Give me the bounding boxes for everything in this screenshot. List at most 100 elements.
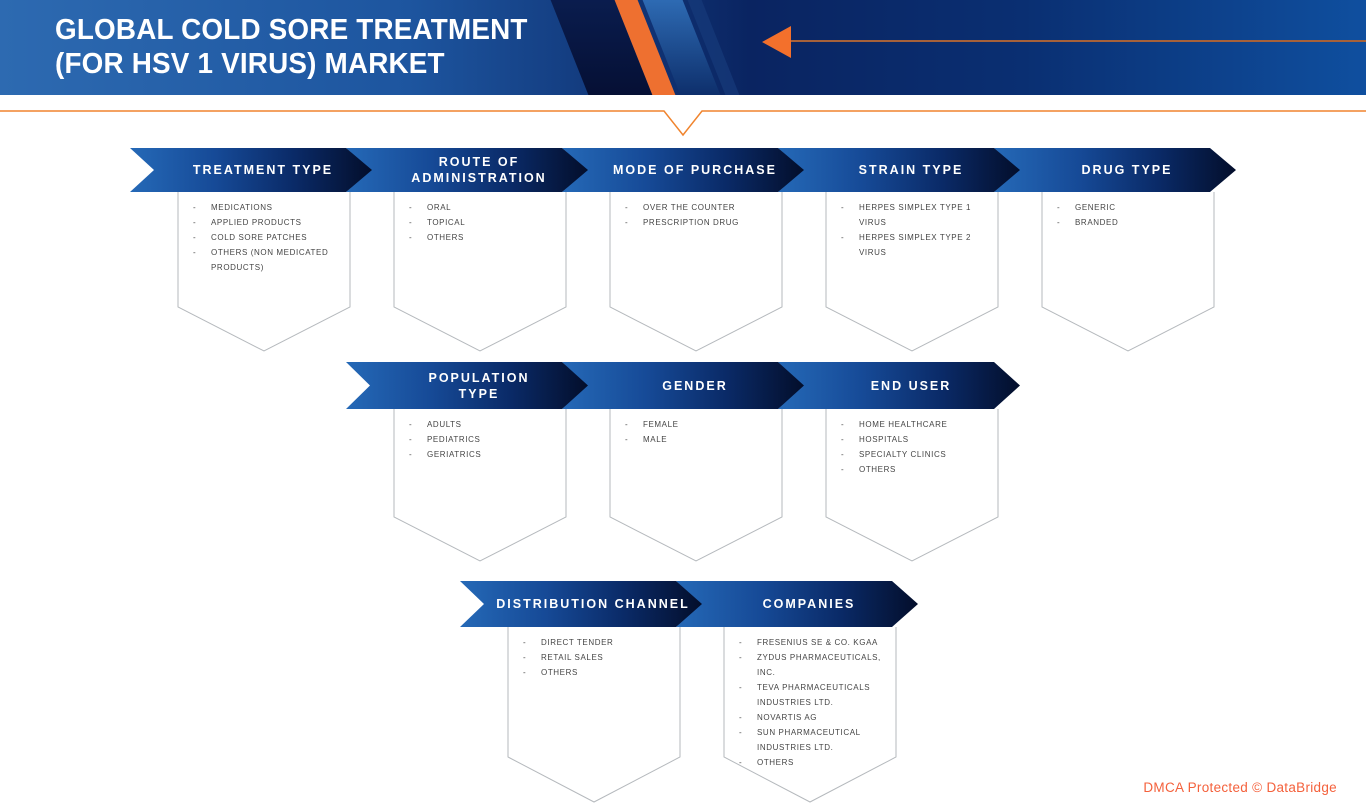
list-item: - BRANDED [1041, 215, 1203, 230]
segment-box-population-type: -ADULTS-PEDIATRICS-GERIATRICS [393, 409, 567, 563]
list-item-text: ZYDUS PHARMACEUTICALS, INC. [757, 653, 881, 677]
list-item-text: PEDIATRICS [427, 435, 481, 444]
list-item-text: TOPICAL [427, 218, 466, 227]
segment-banner-treatment-type: TREATMENT TYPE [130, 148, 372, 192]
bullet-dash-icon: - [409, 218, 413, 227]
segment-banner-gender: GENDER [562, 362, 804, 409]
segment-box-route-of-administration: -ORAL-TOPICAL-OTHERS [393, 192, 567, 353]
list-item-text: MALE [643, 435, 668, 444]
list-item-text: BRANDED [1075, 218, 1119, 227]
segment-item-list: -HERPES SIMPLEX TYPE 1 VIRUS-HERPES SIMP… [825, 192, 999, 260]
segment-banner-population-type: POPULATION TYPE [346, 362, 588, 409]
bullet-dash-icon: - [739, 638, 743, 647]
segment-box-treatment-type: - MEDICATIONS - APPLIED PRODUCTS - COLD SORE … [177, 192, 351, 353]
list-item-text: HERPES SIMPLEX TYPE 1 VIRUS [859, 203, 972, 227]
list-item: -OTHERS [825, 462, 987, 477]
segment-item-list: -ORAL-TOPICAL-OTHERS [393, 192, 567, 245]
segment-banner-drug-type: DRUG TYPE [994, 148, 1236, 192]
bullet-dash-icon: - [409, 435, 413, 444]
list-item: - MEDICATIONS [177, 200, 339, 215]
list-item: - OTHERS [393, 230, 555, 245]
list-item: - HOME HEALTHCARE [825, 417, 987, 432]
bullet-dash-icon: - [625, 218, 629, 227]
list-item: - APPLIED PRODUCTS [177, 215, 339, 230]
list-item: -OTHERS [507, 665, 669, 680]
segment-banner-mode-of-purchase: MODE OF PURCHASE [562, 148, 804, 192]
segment-box-distribution-channel: - DIRECT TENDER- RETAIL SALES -OTHERS [507, 627, 681, 804]
segment-box-outline [393, 192, 567, 352]
bullet-dash-icon: - [841, 450, 845, 459]
segment-banner-end-user: END USER [778, 362, 1020, 409]
bullet-dash-icon: - [409, 420, 413, 429]
segment-banner-route-of-administration: ROUTE OF ADMINISTRATION [346, 148, 588, 192]
bullet-dash-icon: - [523, 638, 527, 647]
list-item-text: OTHERS (NON MEDICATED PRODUCTS) [211, 248, 329, 272]
list-item-text: APPLIED PRODUCTS [211, 218, 302, 227]
dmca-notice: DMCA Protected © DataBridge [1143, 780, 1337, 795]
segment-label: END USER [870, 378, 952, 393]
list-item: -HERPES SIMPLEX TYPE 1 VIRUS [825, 200, 987, 230]
segment-item-list: - GENERIC - BRANDED [1041, 192, 1215, 230]
page-title: GLOBAL COLD SORE TREATMENT (FOR HSV 1 VI… [55, 13, 528, 81]
list-item: -SPECIALTY CLINICS [825, 447, 987, 462]
segment-box-companies: -FRESENIUS SE & CO. KGAA-ZYDUS PHARMACEU… [723, 627, 897, 804]
page-title-line1: GLOBAL COLD SORE TREATMENT [55, 14, 528, 46]
list-item: -FEMALE [609, 417, 771, 432]
list-item: -HERPES SIMPLEX TYPE 2 VIRUS [825, 230, 987, 260]
bullet-dash-icon: - [739, 683, 743, 692]
list-item-text: NOVARTIS AG [757, 713, 818, 722]
segment-label: DISTRIBUTION CHANNEL [496, 597, 690, 611]
segment-box-end-user: - HOME HEALTHCARE - HOSPITALS -SPECIALTY CLI… [825, 409, 999, 563]
list-item-text: ADULTS [427, 420, 462, 429]
list-item-text: DIRECT TENDER [541, 638, 614, 647]
bullet-dash-icon: - [193, 203, 197, 212]
segment-item-list: -FEMALE- MALE [609, 409, 783, 447]
list-item-text: OTHERS [427, 233, 464, 242]
list-item: -OTHERS (NON MEDICATED PRODUCTS) [177, 245, 339, 275]
bullet-dash-icon: - [841, 233, 845, 242]
segment-box-outline [723, 627, 897, 803]
segment-box-outline [825, 409, 999, 562]
list-item-text: TEVA PHARMACEUTICALS INDUSTRIES LTD. [757, 683, 871, 707]
list-item: - DIRECT TENDER [507, 635, 669, 650]
divider-notch [0, 110, 1366, 137]
segment-item-list: -FRESENIUS SE & CO. KGAA-ZYDUS PHARMACEU… [723, 627, 897, 770]
segment-label: GENDER [662, 378, 728, 393]
list-item-text: COLD SORE PATCHES [211, 233, 308, 242]
list-item: - TOPICAL [393, 215, 555, 230]
bullet-dash-icon: - [1057, 203, 1061, 212]
bullet-dash-icon: - [193, 218, 197, 227]
bullet-dash-icon: - [739, 713, 743, 722]
segment-label: MODE OF PURCHASE [613, 163, 777, 177]
segment-box-outline [393, 409, 567, 562]
segment-box-outline [825, 192, 999, 352]
left-arrow-icon [762, 26, 791, 58]
list-item-text: ORAL [427, 203, 452, 212]
bullet-dash-icon: - [409, 233, 413, 242]
list-item-text: RETAIL SALES [541, 653, 604, 662]
bullet-dash-icon: - [193, 233, 197, 242]
bullet-dash-icon: - [841, 420, 845, 429]
list-item-text: HOME HEALTHCARE [859, 420, 948, 429]
segment-label: POPULATION TYPE [428, 370, 530, 401]
segment-label: DRUG TYPE [1081, 163, 1173, 177]
segment-box-outline [1041, 192, 1215, 352]
segment-item-list: -ADULTS-PEDIATRICS-GERIATRICS [393, 409, 567, 462]
list-item-text: PRESCRIPTION DRUG [643, 218, 739, 227]
list-item: -ZYDUS PHARMACEUTICALS, INC. [723, 650, 885, 680]
bullet-dash-icon: - [1057, 218, 1061, 227]
list-item: - PEDIATRICS [393, 432, 555, 447]
segment-item-list: - DIRECT TENDER- RETAIL SALES -OTHERS [507, 627, 681, 680]
list-item-text: SUN PHARMACEUTICAL INDUSTRIES LTD. [757, 728, 861, 752]
segment-box-outline [609, 192, 783, 352]
bullet-dash-icon: - [739, 758, 743, 767]
bullet-dash-icon: - [625, 420, 629, 429]
list-item-text: OTHERS [757, 758, 794, 767]
list-item-text: OTHERS [541, 668, 578, 677]
bullet-dash-icon: - [409, 450, 413, 459]
segment-item-list: -OVER THE COUNTER-PRESCRIPTION DRUG [609, 192, 783, 230]
list-item-text: HOSPITALS [859, 435, 909, 444]
list-item-text: MEDICATIONS [211, 203, 273, 212]
list-item-text: GENERIC [1075, 203, 1116, 212]
segment-banner-distribution-channel: DISTRIBUTION CHANNEL [460, 581, 702, 627]
